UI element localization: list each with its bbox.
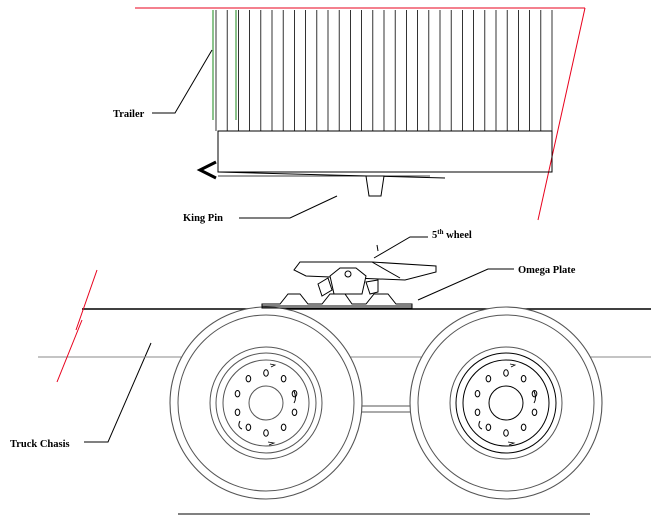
rear-wheel-front <box>169 306 363 500</box>
fifth-wheel-bracket <box>329 267 367 295</box>
rear-wheel-back <box>409 306 603 500</box>
truck-chasis-leader <box>84 342 152 443</box>
lug-nut <box>245 375 252 383</box>
trailer-label: Trailer <box>113 109 145 120</box>
labels: Trailer King Pin 5th wheel Omega Plate T… <box>10 109 576 450</box>
lug-nut <box>263 369 269 377</box>
omega-plate-leader <box>417 268 514 301</box>
fifth-wheel-mount <box>317 277 333 297</box>
hub-center <box>488 385 524 421</box>
wheels <box>169 306 603 500</box>
fifth-wheel-number: 5 <box>432 230 437 241</box>
lug-nut <box>531 408 538 416</box>
lug-nut <box>485 423 492 431</box>
fifth-wheel-superscript: th <box>437 228 443 236</box>
chassis-red-front-bottom <box>56 319 83 383</box>
lug-nut <box>520 375 527 383</box>
leader-lines <box>84 49 514 443</box>
fifth-wheel-tick <box>376 244 379 252</box>
trailer-bottom-rail <box>217 130 553 173</box>
truck-chasis-label: Truck Chasis <box>10 439 70 450</box>
rim-outer <box>209 346 323 460</box>
trailer-floor-line <box>217 171 446 179</box>
valve-mark <box>478 420 483 430</box>
lug-nut <box>503 369 509 377</box>
lug-nut <box>474 390 481 398</box>
fifth-wheel <box>293 244 437 297</box>
fifth-wheel-mount-2 <box>365 279 379 295</box>
lug-nut <box>474 408 481 416</box>
lug-nut <box>263 429 269 437</box>
tire-outer <box>409 306 603 500</box>
lug-nut <box>503 429 509 437</box>
hub-ring <box>462 359 550 447</box>
rim-notch-bottom <box>507 441 516 446</box>
rim-notch-top <box>269 363 277 368</box>
rim-inner <box>455 352 557 454</box>
lug-nut <box>280 423 287 431</box>
tire-inner <box>417 314 595 492</box>
rim-notch <box>533 390 536 404</box>
fifth-wheel-plate-inner <box>371 261 401 279</box>
lug-nut <box>485 375 492 383</box>
fifth-wheel-word: wheel <box>443 230 471 241</box>
lug-nut <box>531 390 538 398</box>
trailer-right-edge <box>537 7 586 221</box>
omega-plate <box>261 293 413 309</box>
lug-nut <box>291 408 298 416</box>
trailer <box>135 7 586 221</box>
king-pin <box>365 175 385 197</box>
trailer-side-ribs <box>215 10 553 131</box>
lug-nut <box>234 390 241 398</box>
trailer-front-chevron <box>196 160 217 180</box>
lug-nut <box>520 423 527 431</box>
lug-nut <box>291 390 298 398</box>
lug-nut <box>280 375 287 383</box>
valve-mark <box>238 420 243 430</box>
hub-ring <box>222 359 310 447</box>
trailer-leader <box>152 49 213 114</box>
fifth-wheel-leader <box>373 236 428 259</box>
rim-inner <box>215 352 317 454</box>
rim-notch-bottom <box>267 441 276 446</box>
rim-notch-top <box>509 363 517 368</box>
tire-outer <box>169 306 363 500</box>
chassis-red-front-top <box>75 269 98 331</box>
rim-notch <box>293 390 296 404</box>
king-pin-leader <box>239 195 338 219</box>
fifth-wheel-label: 5th wheel <box>432 228 472 241</box>
hub-center <box>248 385 284 421</box>
fifth-wheel-plate <box>293 261 437 281</box>
lug-nut <box>234 408 241 416</box>
omega-plate-label: Omega Plate <box>518 265 576 276</box>
tire-inner <box>177 314 355 492</box>
rim-outer <box>449 346 563 460</box>
lug-nut <box>245 423 252 431</box>
fifth-wheel-pivot <box>344 270 352 278</box>
king-pin-label: King Pin <box>183 213 223 224</box>
